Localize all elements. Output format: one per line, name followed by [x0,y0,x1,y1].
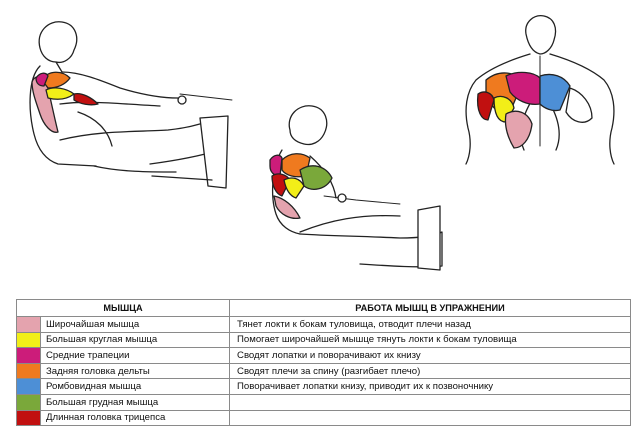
muscle-action [229,409,632,427]
color-swatch [17,333,40,347]
table-row: Широчайшая мышца Тянет локти к бокам тул… [16,316,632,333]
muscle-name: Большая грудная мышца [39,393,231,411]
triceps-highlight [73,92,99,106]
muscle-name: Ромбовидная мышца [39,378,231,395]
muscle-action: Сводят плечи за спину (разгибает плечо) [229,362,632,380]
lats-highlight-2 [273,195,301,220]
pectoral-highlight [299,165,333,190]
color-swatch [17,348,40,363]
muscle-name: Длинная головка трицепса [39,409,231,427]
muscle-name: Большая круглая мышца [39,331,231,349]
exercise-illustrations [29,15,615,271]
table-row: Средние трапеции Сводят лопатки и повора… [16,347,632,364]
lats-highlight-3 [504,110,533,149]
header-muscle: МЫШЦА [15,299,231,317]
muscle-name: Задняя головка дельты [39,362,231,380]
table-row: Задняя головка дельты Сводят плечи за сп… [16,362,632,380]
figure-back-view [465,15,615,165]
table-row: Большая грудная мышца [16,393,632,411]
triceps-highlight-3 [476,91,495,121]
muscle-name: Средние трапеции [39,347,231,364]
trapezius-highlight [35,72,49,87]
trapezius-highlight-2 [269,154,283,177]
table-row: Длинная головка трицепса [16,409,632,427]
color-swatch [17,317,40,332]
muscle-action: Сводят лопатки и поворачивают их книзу [229,347,632,364]
color-swatch [17,395,40,410]
figure-arms-extended [29,21,233,189]
muscle-action: Помогает широчайшей мышце тянуть локти к… [229,331,632,349]
rhomboid-highlight [539,73,571,112]
table-row: Ромбовидная мышца Поворачивает лопатки к… [16,378,632,395]
color-swatch [17,364,40,378]
color-swatch [17,379,40,394]
muscle-legend-table: МЫШЦА РАБОТА МЫШЦ В УПРАЖНЕНИИ Широчайша… [15,299,632,427]
table-row: Большая круглая мышца Помогает широчайше… [16,331,632,349]
muscle-action: Тянет локти к бокам туловища, отводит пл… [229,316,632,333]
teres-major-highlight [45,87,75,100]
muscle-name: Широчайшая мышца [39,316,231,333]
teres-major-highlight-2 [283,177,305,199]
muscle-action: Поворачивает лопатки книзу, приводит их … [229,378,632,395]
color-swatch [17,411,40,425]
header-muscle-action: РАБОТА МЫШЦ В УПРАЖНЕНИИ [229,299,632,317]
muscle-action [229,393,632,411]
